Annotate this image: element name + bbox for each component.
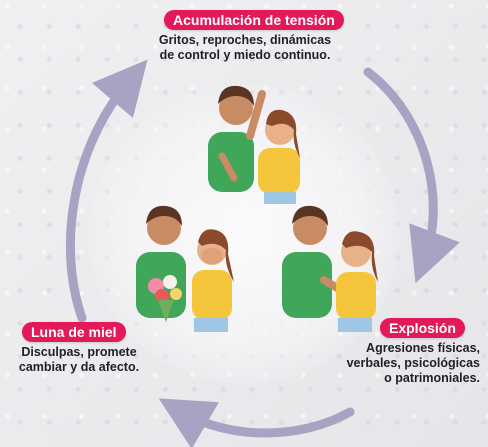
explosion-stage-title: Explosión [380, 318, 465, 338]
tension-stage-title: Acumulación de tensión [164, 10, 344, 30]
cycle-arrow-top-left-icon [65, 59, 148, 323]
cycle-arrow-right-icon [363, 67, 460, 284]
tension-scene-illustration [208, 85, 300, 204]
explosion-stage-description: Agresiones físicas, verbales, psicológic… [346, 341, 480, 385]
explosion-scene-illustration [282, 205, 378, 332]
cycle-arrow-bottom-icon [158, 398, 355, 447]
honeymoon-stage-description: Disculpas, promete cambiar y da afecto. [18, 345, 140, 374]
tension-stage-description: Gritos, reproches, dinámicas de control … [158, 33, 332, 62]
honeymoon-stage-title: Luna de miel [22, 322, 126, 342]
honeymoon-scene-illustration [136, 205, 234, 332]
